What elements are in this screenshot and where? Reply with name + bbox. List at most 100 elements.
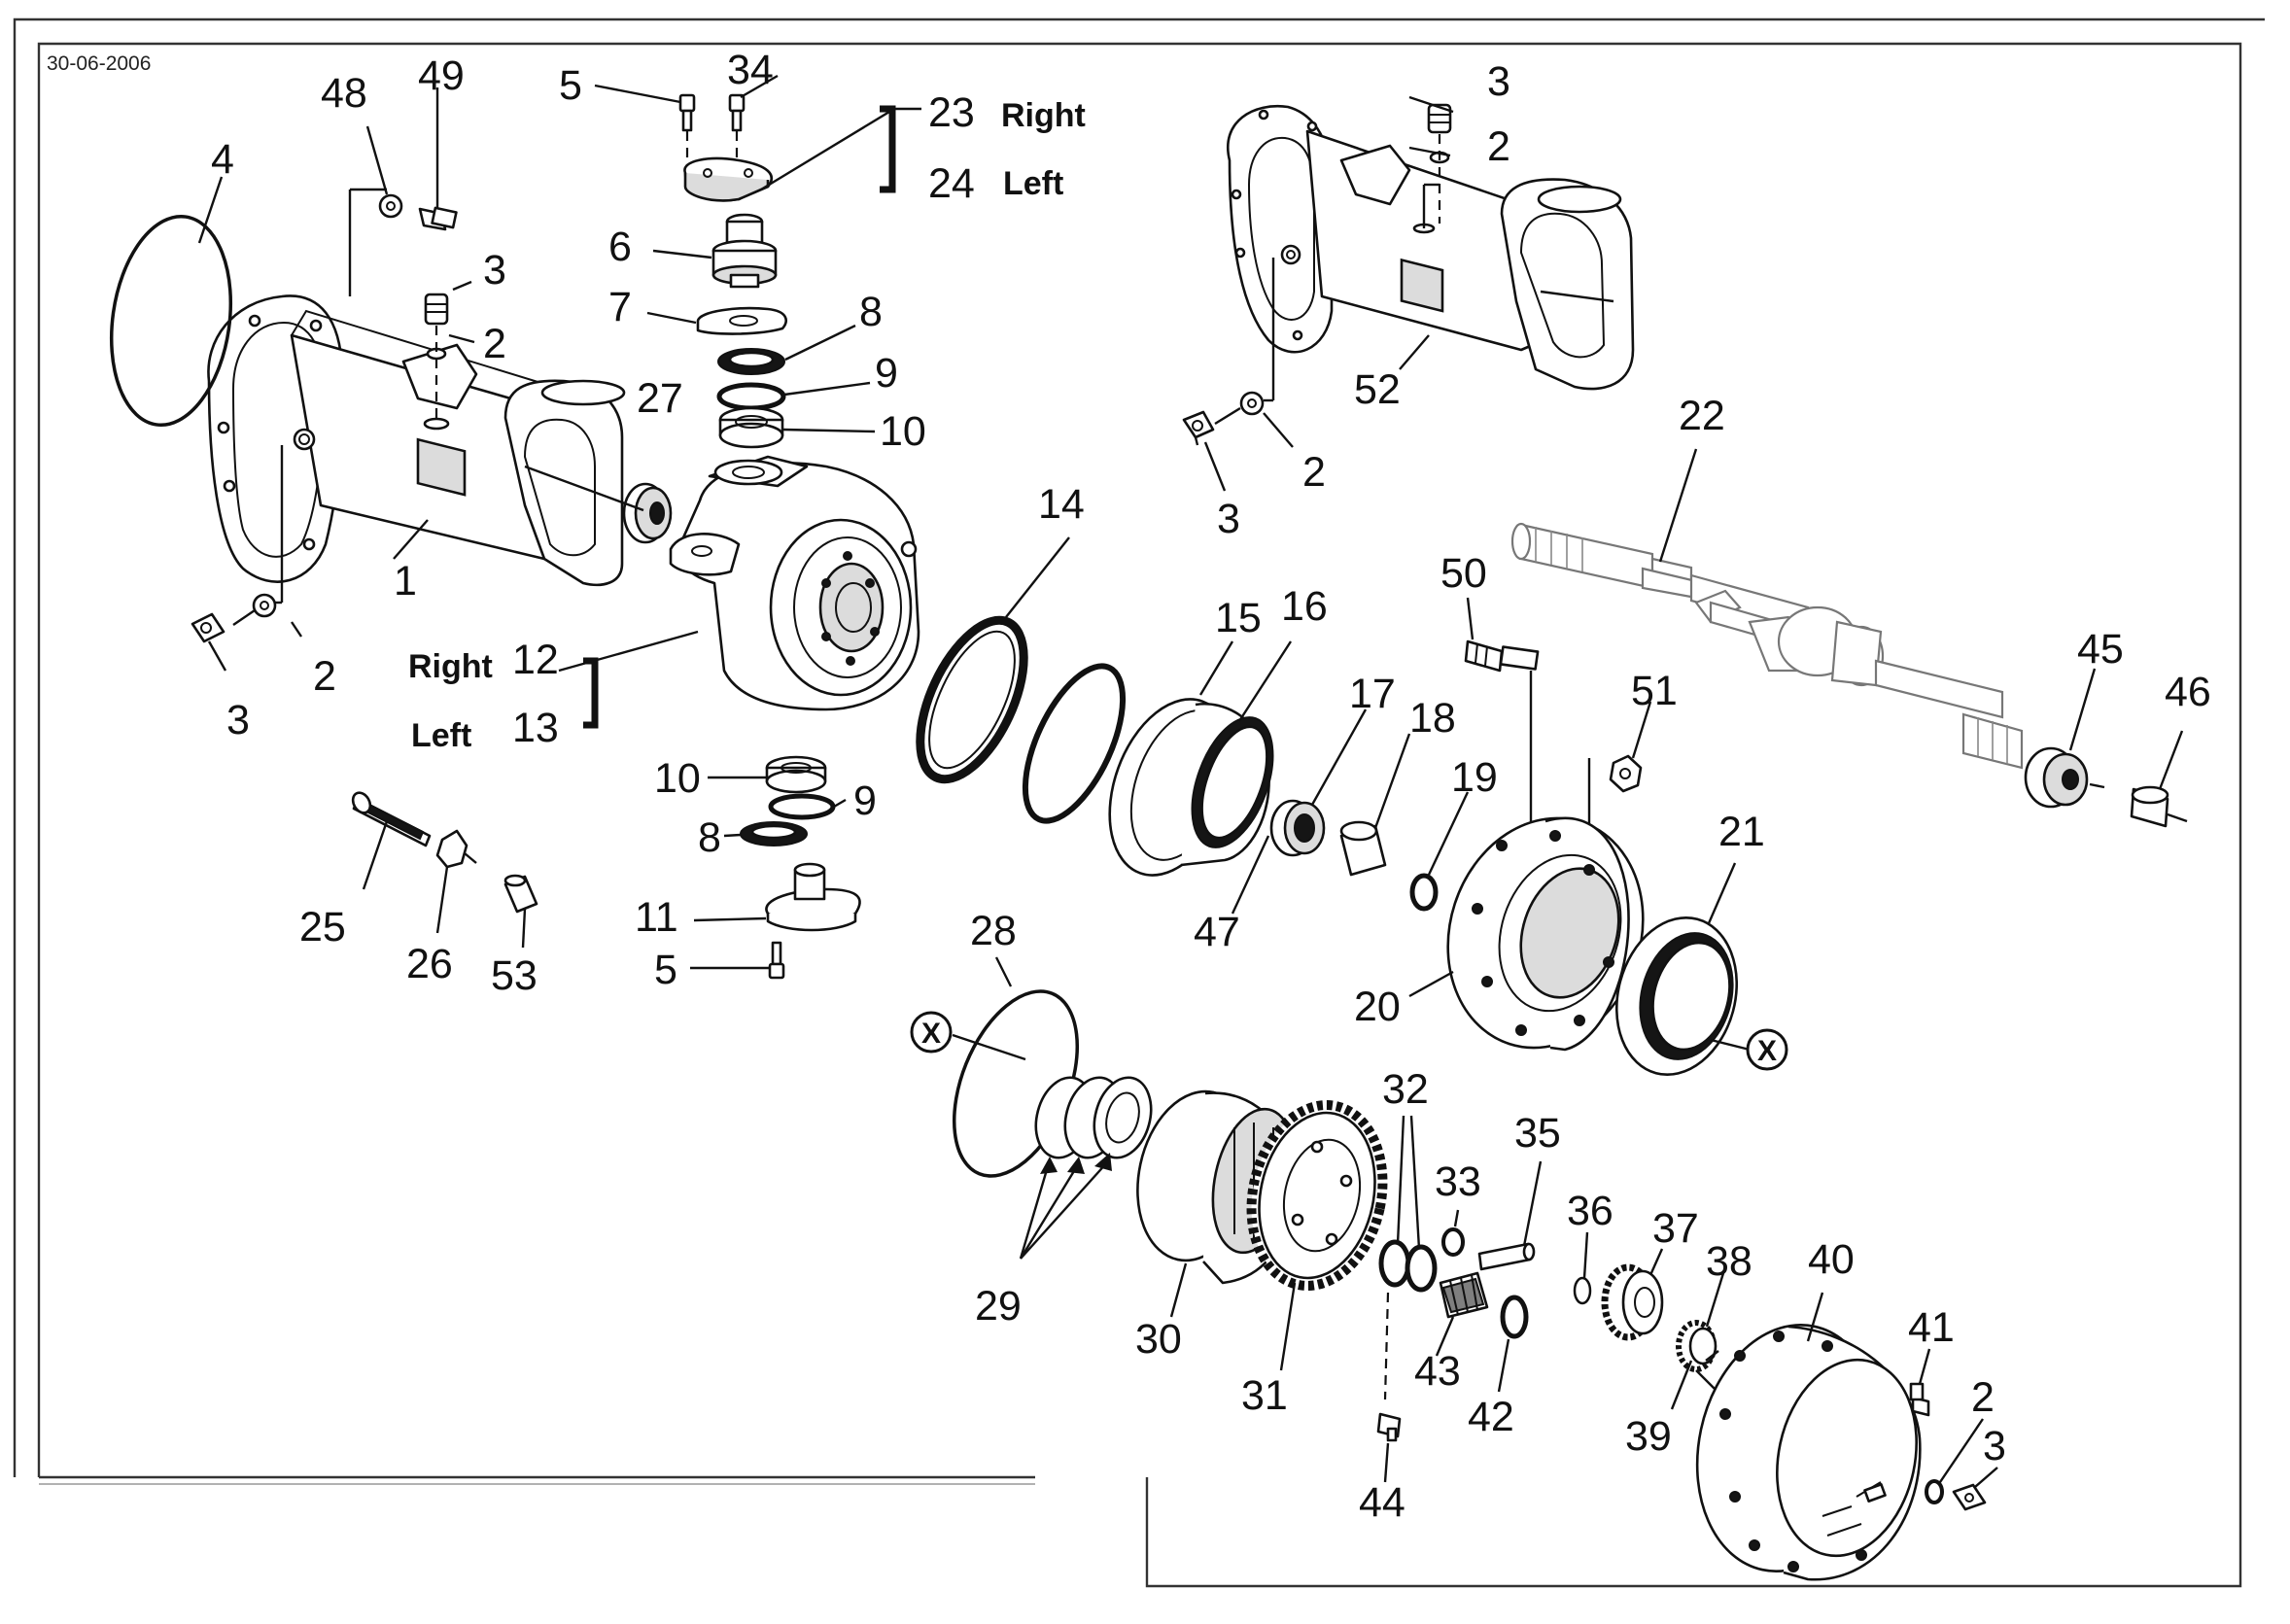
bearing-part-21: [1614, 916, 1739, 1077]
axle-shaft-part-22: [1510, 522, 2024, 770]
bearing-part-17: [1269, 799, 1326, 857]
callout-40: 40: [1808, 1236, 1855, 1283]
washer-part-48: [378, 193, 403, 219]
seal-part-8-lower: [740, 821, 808, 847]
washers-part-32: [1378, 1239, 1438, 1293]
callout-53: 53: [491, 952, 538, 999]
callout-23: 23: [928, 89, 975, 136]
thrust-washers-part-29: [1034, 1076, 1153, 1159]
callout-4: 4: [211, 136, 234, 183]
callout-42: 42: [1468, 1394, 1514, 1440]
callout-48: 48: [321, 70, 367, 117]
callout-24: 24: [928, 160, 975, 207]
callout-44: 44: [1359, 1479, 1405, 1526]
callout-13: 13: [512, 705, 559, 751]
callout-25: 25: [299, 904, 346, 950]
side-label-right-12: Right: [408, 648, 493, 685]
callout-14: 14: [1038, 481, 1085, 528]
callout-37: 37: [1652, 1205, 1699, 1252]
callout-15: 15: [1215, 595, 1262, 641]
callout-5: 5: [654, 947, 677, 993]
callout-3: 3: [1487, 58, 1510, 105]
washer-part-2-lower: [252, 593, 277, 618]
callout-9: 9: [853, 777, 877, 824]
callout-47: 47: [1194, 909, 1240, 955]
connection-marker-x-right-label: X: [1757, 1035, 1777, 1067]
bolt-part-5-upper: [678, 93, 696, 132]
hub-cup-part-16: [1108, 698, 1274, 877]
seal-part-14: [916, 615, 1028, 784]
callout-30: 30: [1135, 1316, 1182, 1363]
callout-11: 11: [635, 894, 678, 941]
callout-38: 38: [1706, 1238, 1752, 1285]
callout-32: 32: [1382, 1066, 1429, 1113]
pin-part-11: [765, 862, 861, 932]
callout-8: 8: [859, 289, 883, 335]
ring-part-9-upper: [716, 382, 786, 411]
ring-part-36: [1573, 1276, 1592, 1305]
callout-10: 10: [654, 755, 701, 802]
ring-gear-part-31: [1246, 1100, 1388, 1291]
callout-39: 39: [1625, 1413, 1672, 1460]
seal-part-8-upper: [717, 348, 785, 375]
bolt-part-49: [418, 206, 458, 231]
side-label-left-13: Left: [411, 717, 471, 754]
callout-12: 12: [512, 637, 559, 683]
ring-part-19: [1409, 873, 1439, 912]
callout-8: 8: [698, 814, 721, 861]
seal-part-27: [622, 482, 673, 544]
ring-part-9-lower: [768, 793, 836, 820]
ring-part-42: [1500, 1295, 1529, 1339]
bearing-part-10-upper: [718, 406, 784, 449]
callout-3: 3: [226, 697, 250, 743]
callout-5: 5: [559, 62, 582, 109]
carrier-part-20: [1446, 816, 1645, 1052]
bolt-part-50: [1464, 639, 1540, 673]
callout-49: 49: [418, 52, 465, 99]
callout-52: 52: [1354, 366, 1401, 413]
callout-35: 35: [1514, 1110, 1561, 1157]
grease-fitting-part-25: [351, 791, 432, 847]
callout-10: 10: [880, 408, 926, 455]
callout-26: 26: [406, 941, 453, 987]
callout-3: 3: [1983, 1423, 2006, 1469]
steering-knuckle-part-12-13: [669, 455, 920, 711]
axle-housing-part-52: [1227, 104, 1635, 391]
fill-hole: [423, 417, 450, 431]
page-frame: [13, 17, 2265, 1588]
callout-36: 36: [1567, 1188, 1613, 1234]
callout-3: 3: [483, 247, 506, 294]
screw-part-41: [1909, 1382, 1930, 1417]
callout-31: 31: [1241, 1372, 1288, 1419]
callout-22: 22: [1679, 393, 1725, 439]
callout-41: 41: [1908, 1304, 1955, 1351]
nut-part-26: [435, 829, 477, 869]
breather-part-3: [424, 293, 449, 326]
callout-19: 19: [1451, 754, 1498, 801]
callout-21: 21: [1718, 809, 1765, 855]
plug-part-3-lower: [191, 612, 226, 643]
callout-18: 18: [1409, 695, 1456, 742]
callout-9: 9: [875, 350, 898, 397]
bushing-part-46: [2130, 785, 2169, 828]
callout-2: 2: [1487, 123, 1510, 170]
bearing-part-38-39: [1676, 1320, 1718, 1372]
bearing-part-10-lower: [765, 755, 827, 794]
o-ring-part-4: [109, 214, 233, 428]
callout-2: 2: [313, 653, 336, 700]
bolt-part-34: [728, 93, 746, 132]
breather-part-3-upper-right: [1427, 103, 1452, 134]
sun-gear-part-37: [1601, 1263, 1664, 1341]
callout-46: 46: [2165, 669, 2211, 715]
seal-part-45: [2024, 746, 2089, 809]
washer-part-2-cover: [1925, 1479, 1944, 1504]
callout-7: 7: [608, 284, 632, 330]
callout-17: 17: [1349, 671, 1396, 717]
pin-part-35: [1477, 1242, 1536, 1271]
callout-51: 51: [1631, 668, 1678, 714]
ring-part-33: [1441, 1227, 1465, 1257]
shim-part-7: [696, 306, 787, 335]
callout-27: 27: [637, 375, 683, 422]
hub-cover-part-40: [1695, 1324, 1922, 1581]
